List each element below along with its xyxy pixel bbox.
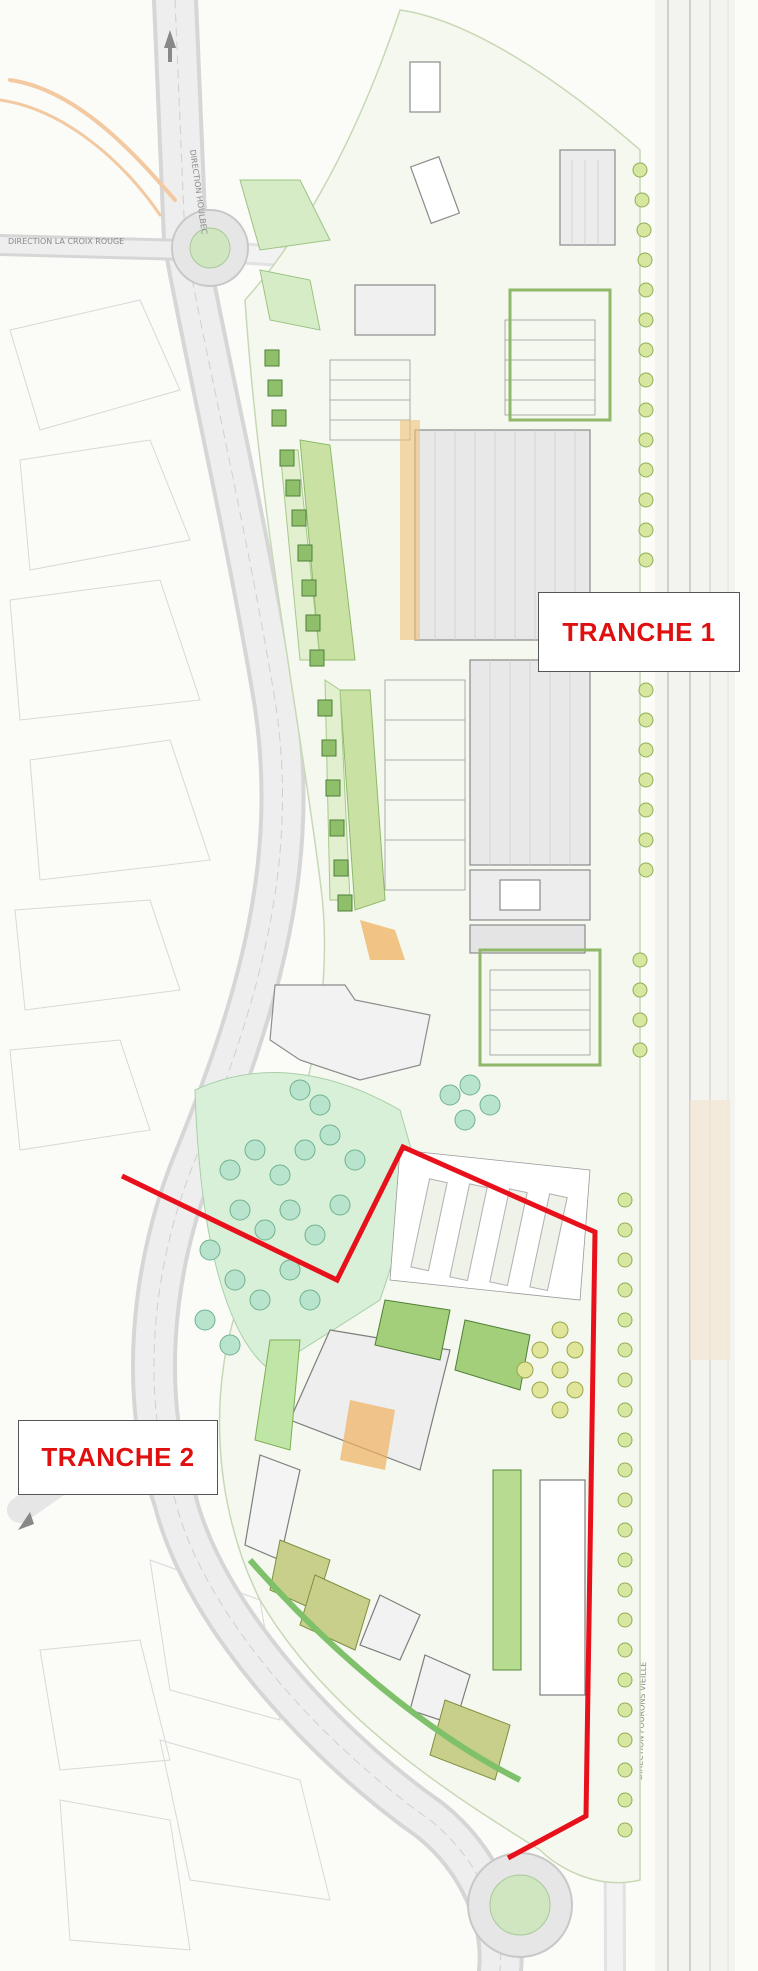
planters-west — [264, 349, 353, 912]
tree-row-east — [617, 162, 654, 1838]
road-label-west: DIRECTION LA CROIX ROUGE — [8, 237, 124, 246]
cadastral-lines — [9, 299, 331, 1951]
tranche-2-buildings — [244, 1329, 586, 1726]
parking-tranche-1 — [329, 319, 596, 1056]
park-trees — [194, 1074, 501, 1356]
direction-arrows — [18, 30, 176, 1530]
railway-corridor — [655, 0, 735, 1971]
tranche-2-label: TRANCHE 2 — [18, 1420, 218, 1495]
tranche-2-parking — [247, 1149, 591, 1783]
tranche-boundary-line — [120, 1143, 598, 1861]
tranche-2-east-trees — [516, 1321, 584, 1419]
tranche-1-label: TRANCHE 1 — [538, 592, 740, 672]
